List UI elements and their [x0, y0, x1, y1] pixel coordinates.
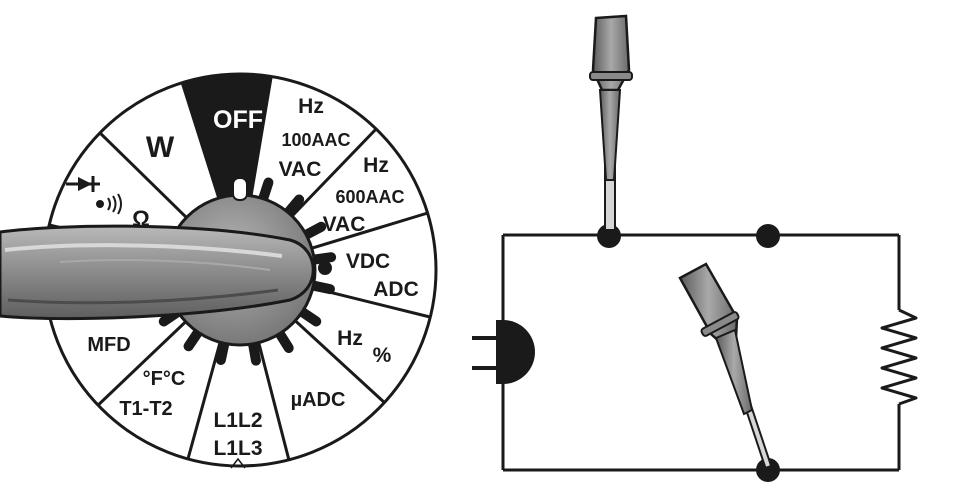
ohm-label: Ω: [132, 206, 150, 231]
diode-icon: [66, 176, 100, 192]
600aac-label: 600AAC: [335, 187, 404, 207]
knob-indicator-dot: [318, 261, 332, 275]
hz-label-3: Hz: [337, 327, 363, 350]
percent-label: %: [373, 344, 392, 367]
continuity-beeper-icon: [96, 193, 122, 215]
100aac-label: 100AAC: [281, 130, 350, 150]
hz-label-2: Hz: [363, 154, 389, 177]
junction-node: [756, 224, 780, 248]
rotary-knob-pointer-icon[interactable]: [0, 224, 315, 321]
l1l3-label: L1L3: [213, 437, 262, 460]
mfd-label: MFD: [87, 334, 130, 356]
temp-label: °F°C: [143, 368, 186, 390]
rotary-dial[interactable]: OFF W Hz 100AAC VAC Hz 600AAC VAC VDC AD…: [0, 72, 438, 469]
vdc-label: VDC: [346, 250, 390, 273]
micro-adc-label: µADC: [291, 389, 346, 411]
resistor-icon: [880, 308, 918, 406]
junction-node: [756, 458, 780, 482]
l1l2-label: L1L2: [213, 409, 262, 432]
w-label: W: [146, 131, 175, 164]
knob-pointer-nub: [232, 177, 248, 201]
vac-label-1: VAC: [279, 158, 322, 181]
circuit: [472, 14, 918, 482]
hz-label-1: Hz: [298, 95, 324, 118]
off-label: OFF: [213, 106, 263, 134]
adc-label: ADC: [373, 278, 419, 301]
vac-label-2: VAC: [323, 213, 366, 236]
probe-top[interactable]: [589, 14, 633, 231]
plug-icon: [472, 320, 535, 384]
t1t2-label: T1-T2: [119, 398, 172, 420]
probe-diagonal[interactable]: [678, 262, 772, 468]
circuit-wires: [501, 233, 901, 472]
off-segment[interactable]: [180, 74, 273, 270]
selector-mark-icon: [230, 457, 246, 469]
